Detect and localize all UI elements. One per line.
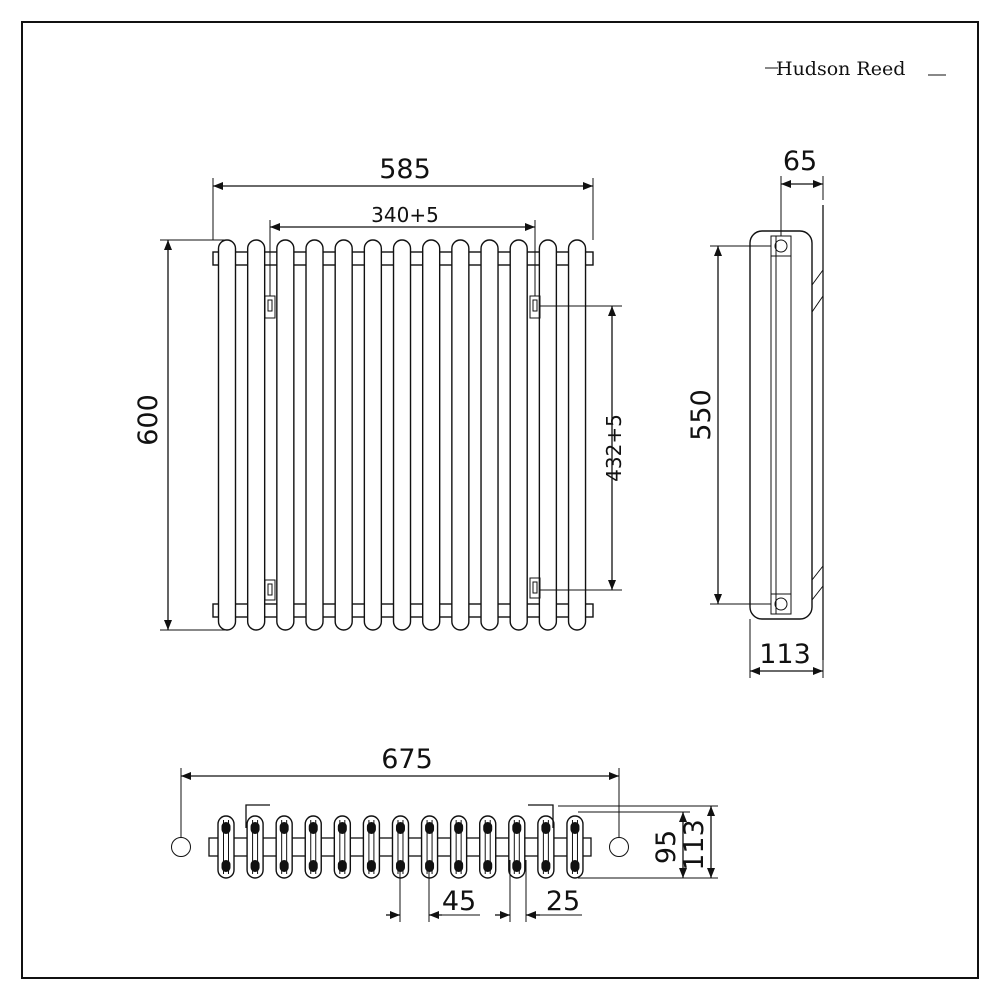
- plan-column: [479, 815, 497, 879]
- bracket-spacing-label: 340+5: [371, 203, 439, 227]
- plan-column: [537, 815, 555, 879]
- front-column: [363, 239, 383, 631]
- front-column: [334, 239, 353, 631]
- side-view: 65 550 113: [686, 146, 824, 678]
- drawing-frame: [21, 21, 979, 979]
- plan-columns: [217, 815, 584, 879]
- plan-view: 675 45 25 95 113: [171, 744, 718, 922]
- front-height-label: 600: [133, 394, 164, 446]
- plan-column: [508, 815, 526, 879]
- plan-column: [449, 815, 468, 879]
- plan-column: [566, 815, 584, 879]
- pipe-centres-label: 550: [686, 389, 717, 441]
- plan-column: [304, 815, 322, 879]
- right-inlet: [609, 837, 629, 857]
- front-column: [567, 239, 587, 631]
- front-view: 585 340+5 600 432+5: [133, 154, 626, 631]
- front-column: [538, 239, 558, 631]
- front-columns: [217, 239, 587, 631]
- front-column: [305, 239, 324, 631]
- plan-width-label: 675: [381, 744, 433, 775]
- side-depth-label: 113: [759, 639, 811, 670]
- side-body: [749, 230, 813, 620]
- front-column: [276, 239, 295, 631]
- plan-column: [362, 815, 381, 879]
- left-inlet: [171, 837, 191, 857]
- front-column: [421, 239, 441, 631]
- front-column: [217, 239, 237, 631]
- front-column: [451, 239, 470, 631]
- column-pitch-label: 45: [442, 886, 476, 917]
- plan-column: [275, 815, 293, 879]
- bracket-height-label: 432+5: [602, 414, 626, 482]
- plan-column: [246, 815, 264, 879]
- front-column: [480, 239, 499, 631]
- plan-column: [217, 815, 235, 879]
- front-column: [246, 239, 266, 631]
- tube-diameter-label: 25: [546, 886, 580, 917]
- front-column: [392, 239, 412, 631]
- side-depth-top-label: 65: [783, 146, 817, 177]
- brand-logo: Hudson Reed: [765, 58, 946, 80]
- plan-outer-depth-label: 113: [679, 819, 710, 871]
- plan-inner-depth-label: 95: [651, 830, 682, 864]
- front-column: [509, 239, 528, 631]
- plan-column: [333, 815, 352, 879]
- brand-name: Hudson Reed: [776, 58, 905, 80]
- front-width-label: 585: [379, 154, 431, 185]
- plan-column: [420, 815, 439, 879]
